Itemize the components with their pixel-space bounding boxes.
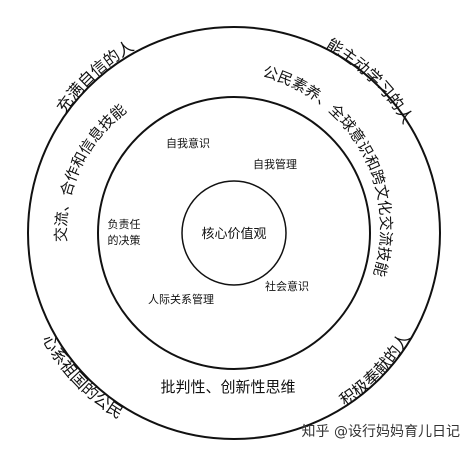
middle-circle	[97, 96, 371, 370]
critical-creative-thinking-label: 批判性、创新性思维	[160, 378, 295, 396]
concerned-citizen-label: 心系祖国的公民	[39, 331, 127, 422]
relationship-management-label: 人际关系管理	[148, 292, 214, 306]
responsible-decision-line2: 的决策	[108, 233, 141, 247]
inner-circle	[181, 180, 287, 286]
social-awareness-label: 社会意识	[265, 279, 309, 293]
outer-circle	[27, 26, 441, 440]
responsible-decision-line1: 负责任	[108, 217, 141, 231]
self-awareness-label: 自我意识	[166, 136, 210, 150]
confident-person-label: 充满自信的人	[53, 37, 138, 117]
self-management-label: 自我管理	[253, 157, 297, 171]
watermark-text: 知乎 @设行妈妈育儿日记	[302, 423, 460, 440]
active-contributor-label: 积极奉献的人	[336, 329, 414, 410]
core-values-label: 核心价值观	[201, 226, 266, 242]
